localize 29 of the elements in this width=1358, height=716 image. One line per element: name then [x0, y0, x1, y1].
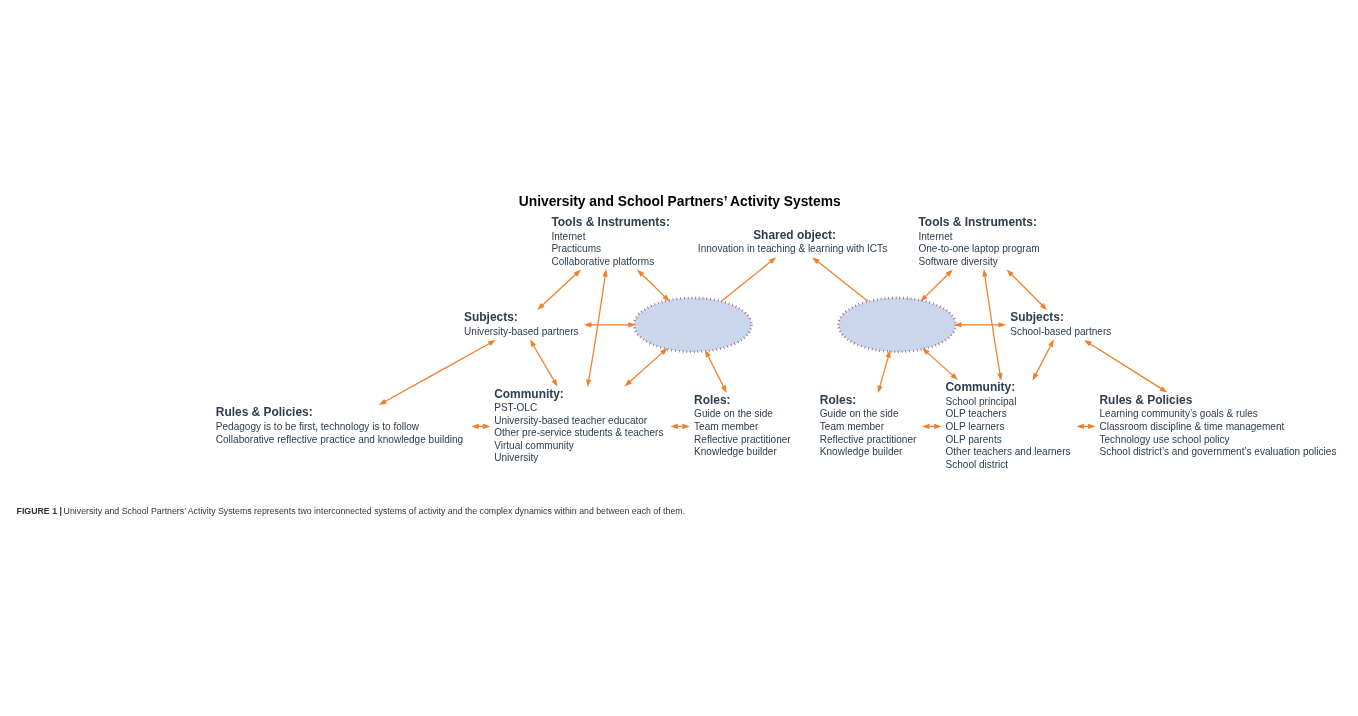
arrow	[537, 269, 581, 310]
arrow	[704, 349, 727, 393]
node-text: Rules & Policies Learning community’s goals & rules Classroom discipline & time management Technology use school policy School district’s and government’s evaluation policies	[1099, 392, 1337, 457]
node-text: Community: School principal OLP teachers OLP learners OLP parents Other teachers and learners School district	[945, 379, 1071, 470]
node-text: Roles: Guide on the side Team member Reflective practitioner Knowledge builder	[819, 392, 917, 457]
node-text: Rules & Policies: Pedagogy is to be first, technology is to follow Collaborative reflective practice and knowledge building	[215, 404, 464, 445]
node-text: Roles: Guide on the side Team member Reflective practitioner Knowledge builder	[694, 392, 791, 457]
node-text: Tools & Instruments: Internet Practicums Collaborative platforms	[551, 214, 670, 267]
arrow	[1084, 339, 1168, 392]
arrow	[637, 269, 670, 302]
arrow	[877, 349, 891, 393]
node-text: Subjects: University-based partners	[464, 309, 579, 337]
arrow	[1006, 269, 1048, 310]
node-text: Shared object: Innovation in teaching & learning with ICTs	[697, 227, 888, 254]
arrow	[920, 269, 953, 302]
arrow	[378, 339, 496, 405]
arrow	[812, 256, 869, 302]
arrow	[720, 256, 777, 302]
node-text: Tools & Instruments: Internet One-to-one laptop program Software diversity	[918, 214, 1040, 267]
arrow	[982, 268, 1003, 381]
arrow	[1032, 338, 1054, 380]
arrow	[529, 338, 558, 387]
arrow	[586, 268, 608, 387]
arrow	[922, 347, 958, 380]
node-text: Subjects: School-based partners	[1010, 309, 1112, 337]
node-text: Community: PST-OLC University-based teacher educator Other pre-service students & teachers Virtual community University	[494, 386, 664, 463]
diagram-title: University and School Partners’ Activity Systems	[518, 192, 841, 209]
arrow	[624, 347, 668, 386]
caption: FIGURE 1 | University and School Partners’ Activity Systems represents two interconnected systems of activity and the complex dynamics within and between each of them.	[16, 505, 686, 516]
